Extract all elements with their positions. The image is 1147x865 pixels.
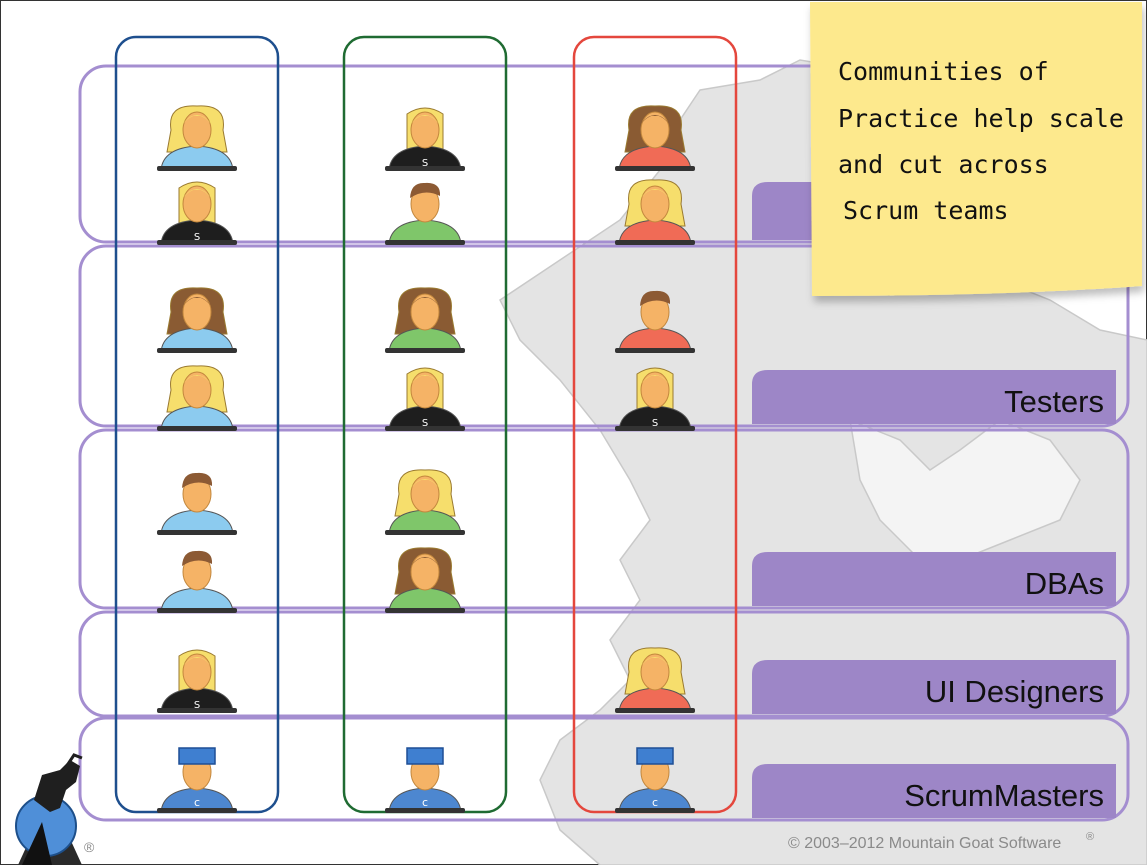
person-blonde-woman-icon xyxy=(385,469,465,535)
person-scrummaster-icon: c xyxy=(385,747,465,813)
sticky-note xyxy=(810,2,1142,296)
person-man-icon xyxy=(157,472,237,535)
copyright-registered-mark: ® xyxy=(1086,831,1094,843)
person-man-icon xyxy=(615,290,695,353)
person-brunette-woman-icon xyxy=(385,547,465,613)
community-label: ScrumMasters xyxy=(904,778,1104,813)
person-blonde-black-icon: S xyxy=(385,107,465,171)
mountain-goat-logo-icon xyxy=(15,753,83,865)
svg-text:c: c xyxy=(194,796,200,809)
svg-text:c: c xyxy=(422,796,428,809)
note-line-3: and cut across xyxy=(838,150,1049,179)
community-label: Testers xyxy=(1004,384,1104,419)
svg-text:S: S xyxy=(652,418,658,429)
svg-text:S: S xyxy=(194,232,200,243)
person-blonde-woman-icon xyxy=(615,179,695,245)
community-tab xyxy=(752,552,1116,606)
person-brunette-woman-icon xyxy=(615,105,695,171)
sticky-note-paper xyxy=(810,2,1142,296)
community-row xyxy=(78,244,1130,428)
svg-text:S: S xyxy=(422,158,428,169)
person-blonde-black-icon: S xyxy=(157,181,237,245)
person-brunette-woman-icon xyxy=(157,287,237,353)
person-blonde-black-icon: S xyxy=(615,367,695,431)
person-scrummaster-icon: c xyxy=(157,747,237,813)
person-brunette-woman-icon xyxy=(385,287,465,353)
person-blonde-black-icon: S xyxy=(157,649,237,713)
person-man-icon xyxy=(385,182,465,245)
note-line-2: Practice help scale xyxy=(838,104,1124,133)
people-grid: S S S S Sc c c xyxy=(157,105,695,813)
logo-registered-mark: ® xyxy=(84,839,95,855)
person-blonde-woman-icon xyxy=(157,105,237,171)
svg-text:S: S xyxy=(422,418,428,429)
community-rows xyxy=(78,64,1130,822)
community-row xyxy=(78,610,1130,718)
person-blonde-black-icon: S xyxy=(385,367,465,431)
community-tab xyxy=(752,764,1116,818)
note-line-1: Communities of xyxy=(838,57,1049,86)
sticky-note-text: Communities of Practice help scale and c… xyxy=(838,57,1124,225)
community-tab xyxy=(752,370,1116,424)
svg-text:c: c xyxy=(652,796,658,809)
person-blonde-woman-icon xyxy=(615,647,695,713)
community-label: UI Designers xyxy=(925,674,1104,709)
community-row xyxy=(78,716,1130,822)
person-man-icon xyxy=(157,550,237,613)
copyright-text: © 2003–2012 Mountain Goat Software xyxy=(788,835,1061,852)
community-tab xyxy=(752,660,1116,714)
svg-text:S: S xyxy=(194,700,200,711)
community-label: DBAs xyxy=(1025,566,1104,601)
person-scrummaster-icon: c xyxy=(615,747,695,813)
person-blonde-woman-icon xyxy=(157,365,237,431)
note-line-4: Scrum teams xyxy=(843,196,1009,225)
community-row xyxy=(78,428,1130,610)
